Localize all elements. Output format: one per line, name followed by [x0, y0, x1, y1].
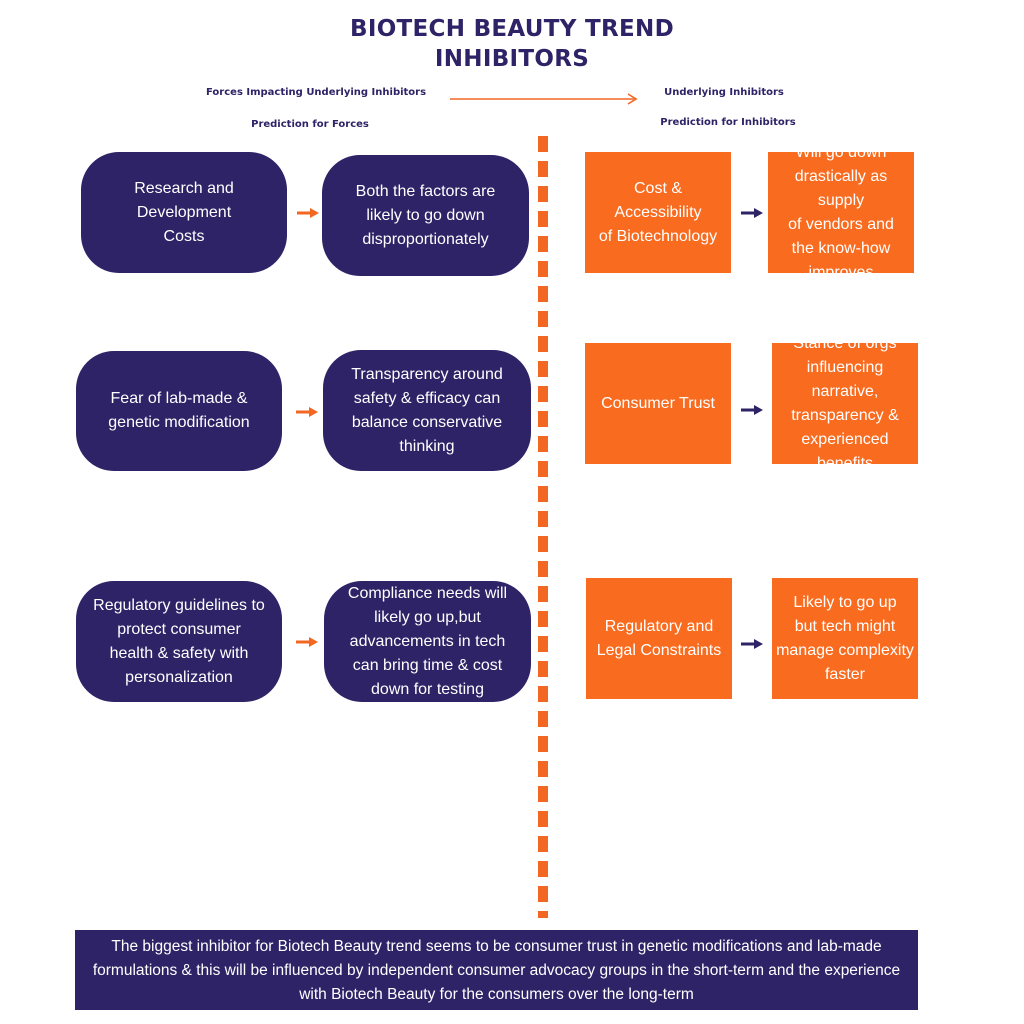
force-prediction-box-2: Transparency around safety & efficacy ca…: [323, 350, 531, 471]
dashed-divider: [538, 136, 548, 918]
force-box-2: Fear of lab-made & genetic modification: [76, 351, 282, 471]
inhibitors-header: Underlying Inhibitors: [664, 87, 784, 98]
arrow-right-icon: [741, 208, 763, 218]
arrow-right-icon: [296, 637, 318, 647]
arrow-right-icon: [741, 405, 763, 415]
title-line-1: BIOTECH BEAUTY TREND: [350, 16, 674, 42]
header-arrow-icon: [450, 93, 638, 105]
force-box-1: Research and Development Costs: [81, 152, 287, 273]
arrow-right-icon: [741, 639, 763, 649]
forces-header: Forces Impacting Underlying Inhibitors: [206, 87, 427, 98]
inhibitor-box-3: Regulatory and Legal Constraints: [586, 578, 732, 699]
summary-box: The biggest inhibitor for Biotech Beauty…: [75, 930, 918, 1010]
prediction-forces-header: Prediction for Forces: [251, 119, 369, 130]
inhibitor-prediction-box-3: Likely to go up but tech might manage co…: [772, 578, 918, 699]
arrow-right-icon: [296, 407, 318, 417]
inhibitor-prediction-box-1: Will go down drastically as supply of ve…: [768, 152, 914, 273]
title-line-2: INHIBITORS: [434, 46, 590, 72]
prediction-inhibitors-header: Prediction for Inhibitors: [660, 117, 796, 128]
force-prediction-box-3: Compliance needs will likely go up,but a…: [324, 581, 531, 702]
page-title: BIOTECH BEAUTY TREND INHIBITORS: [262, 14, 762, 74]
force-prediction-box-1: Both the factors are likely to go down d…: [322, 155, 529, 276]
inhibitor-box-2: Consumer Trust: [585, 343, 731, 464]
inhibitor-prediction-box-2: Stance of orgs influencing narrative, tr…: [772, 343, 918, 464]
arrow-right-icon: [297, 208, 319, 218]
force-box-3: Regulatory guidelines to protect consume…: [76, 581, 282, 702]
inhibitor-box-1: Cost & Accessibility of Biotechnology: [585, 152, 731, 273]
